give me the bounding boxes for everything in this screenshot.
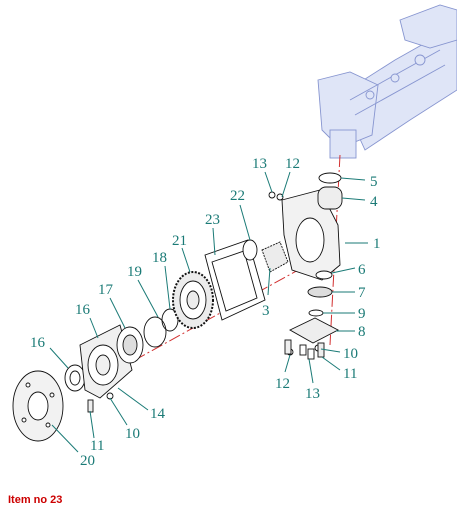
callout-8: 8 <box>358 324 366 340</box>
part-8-cover <box>289 317 339 344</box>
callout-16: 16 <box>30 335 46 351</box>
callout-21: 22 <box>230 188 245 204</box>
part-4-bearing <box>317 186 343 210</box>
part-22-gear <box>172 271 214 329</box>
part-18-bearing <box>116 326 144 364</box>
callout-19: 18 <box>152 250 167 266</box>
leader-lines <box>49 171 368 453</box>
callout-10-left: 10 <box>125 426 140 442</box>
part-20-ring <box>143 316 167 348</box>
callout-18: 17 <box>98 282 114 298</box>
callout-5: 5 <box>370 174 378 190</box>
callout-14: 14 <box>150 406 166 422</box>
callout-12-top: 12 <box>285 156 300 172</box>
callout-labels: 1 12 13 3 4 5 6 7 8 9 10 11 12 13 22 23 … <box>30 156 381 469</box>
callout-10-right: 10 <box>343 346 358 362</box>
callout-23: 23 <box>205 212 220 228</box>
callout-12-bottom: 12 <box>275 376 290 392</box>
callout-15: 20 <box>80 453 95 469</box>
part-21-bearing <box>242 239 258 261</box>
callout-9: 9 <box>358 306 366 322</box>
part-15-flange <box>12 370 64 442</box>
callout-6: 6 <box>358 262 366 278</box>
callout-11-right: 11 <box>343 366 357 382</box>
callout-3: 3 <box>262 303 270 319</box>
callout-20: 19 <box>127 264 142 280</box>
part-3-bevel-gear <box>261 241 289 273</box>
part-7-bearing <box>307 286 333 298</box>
callout-22: 21 <box>172 233 187 249</box>
axle-assembly-illustration <box>317 4 457 159</box>
callout-13-top: 13 <box>252 156 267 172</box>
exploded-parts-diagram: 1 12 13 3 4 5 6 7 8 9 10 11 12 13 22 23 … <box>12 4 457 469</box>
part-6-ring <box>315 270 333 280</box>
callout-1: 1 <box>373 236 381 252</box>
part-5-ring <box>318 172 342 184</box>
part-16-seal <box>64 364 86 392</box>
callout-7: 7 <box>358 285 366 301</box>
callout-17: 16 <box>75 302 91 318</box>
item-caption: Item no 23 <box>8 494 63 506</box>
part-9-gasket <box>308 309 324 317</box>
callout-11-left: 11 <box>90 438 104 454</box>
callout-13-bottom: 13 <box>305 386 320 402</box>
callout-4: 4 <box>370 194 378 210</box>
